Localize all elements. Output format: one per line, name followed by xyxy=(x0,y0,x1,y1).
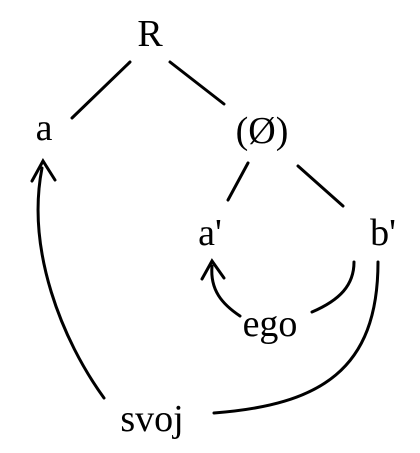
node-null: (Ø) xyxy=(236,110,289,152)
binding-arcs xyxy=(30,158,380,415)
branch-r-a xyxy=(70,60,132,120)
arc-ego-to-bprime xyxy=(310,260,356,314)
node-ego: ego xyxy=(243,303,298,345)
branch-null-aprime xyxy=(226,161,250,202)
arrowhead-aprime xyxy=(200,258,226,281)
arrowhead-a xyxy=(30,158,57,183)
node-svoj: svoj xyxy=(120,398,183,440)
node-b-prime: b' xyxy=(370,212,396,254)
branch-null-bprime xyxy=(296,164,345,208)
arc-svoj-to-bprime xyxy=(212,260,380,415)
arc-ego-to-aprime xyxy=(210,264,242,318)
node-a: a xyxy=(36,107,53,149)
arc-svoj-to-a xyxy=(36,166,106,400)
tree-branches xyxy=(70,60,345,208)
node-root: R xyxy=(137,13,163,55)
tree-nodes: R a (Ø) a' b' ego svoj xyxy=(36,13,396,440)
node-a-prime: a' xyxy=(198,212,222,254)
branch-r-null xyxy=(168,60,226,106)
